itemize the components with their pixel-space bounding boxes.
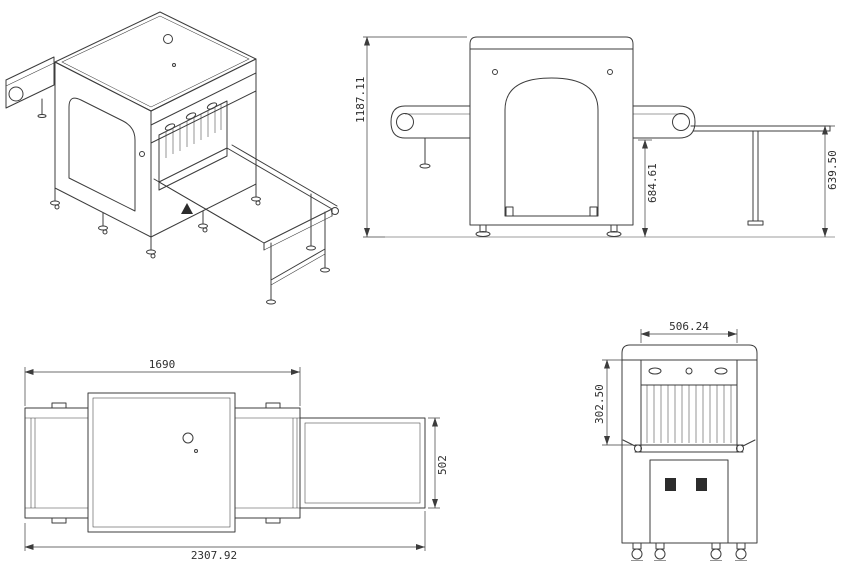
side-exit-table	[690, 125, 831, 226]
side-exit-conveyor	[632, 105, 696, 139]
iso-exit-table-legs	[266, 193, 330, 305]
side-dim-overall-height: 1187.11	[354, 36, 467, 238]
iso-cabinet-right-face	[150, 58, 257, 238]
front-lower-cabinet	[649, 459, 729, 544]
iso-tunnel-curtain	[158, 100, 228, 191]
iso-warning-mark	[181, 203, 193, 214]
plan-exit-conveyor	[234, 402, 301, 524]
side-dim-conveyor-height: 684.61	[638, 139, 659, 237]
front-dim-tunnel-height: 302.50	[593, 359, 633, 446]
dim-overall-length-label: 2307.92	[191, 549, 237, 562]
iso-cabinet-feet	[50, 183, 261, 259]
dim-tunnel-width-label: 506.24	[669, 320, 709, 333]
dim-table-height-label: 639.50	[826, 150, 839, 190]
isometric-view	[5, 11, 339, 305]
side-view: 1187.11 684.61 639.50	[354, 36, 839, 238]
iso-cabinet-top-face	[54, 11, 257, 112]
dim-conveyor-width-label: 502	[436, 455, 449, 475]
front-view: 506.24 302.50	[593, 320, 758, 561]
front-body	[621, 344, 758, 544]
plan-dim-conveyor-width: 502	[428, 417, 449, 509]
plan-exit-table	[299, 417, 426, 509]
front-dim-tunnel-width: 506.24	[640, 320, 738, 343]
plan-dim-overall-length: 2307.92	[24, 511, 426, 562]
plan-dim-body-length: 1690	[24, 358, 301, 406]
side-machine-body	[469, 36, 634, 226]
side-entry-conveyor	[390, 105, 471, 169]
dim-body-length-label: 1690	[149, 358, 176, 371]
dim-overall-height-label: 1187.11	[354, 77, 367, 123]
iso-cabinet-left-face	[54, 61, 152, 238]
side-feet	[475, 224, 622, 237]
side-dim-table-height: 639.50	[818, 125, 839, 237]
front-control-buttons	[648, 367, 728, 375]
top-view: 1690 2307.92 502	[24, 358, 449, 562]
dim-tunnel-height-label: 302.50	[593, 384, 606, 424]
front-casters	[631, 542, 747, 561]
iso-exit-conveyor	[153, 144, 339, 251]
plan-machine-body	[87, 392, 236, 533]
dim-conveyor-height-label: 684.61	[646, 163, 659, 203]
plan-entry-conveyor	[24, 402, 89, 524]
iso-entry-conveyor	[5, 56, 55, 118]
front-tunnel-curtain	[640, 359, 738, 453]
